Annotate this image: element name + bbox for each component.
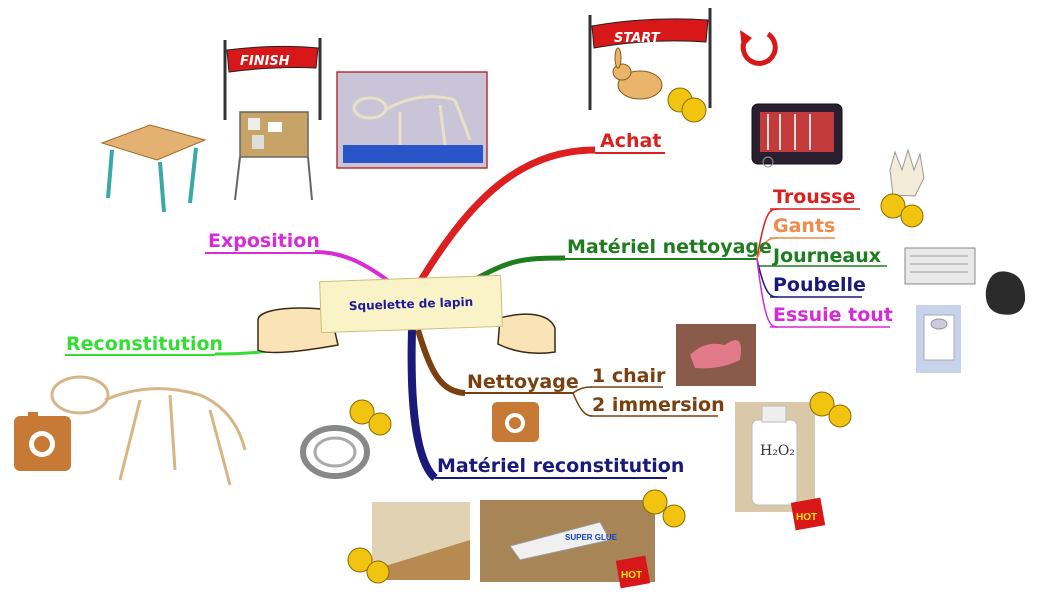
branch-achat[interactable]: Achat [600, 130, 662, 152]
skeleton-display-photo [336, 71, 488, 169]
exposition-connector [314, 250, 392, 284]
h2o2-bottle-image: H₂O₂ [735, 402, 815, 512]
trash-bag-image [985, 271, 1026, 315]
branch-reconstitution[interactable]: Reconstitution [66, 333, 224, 355]
central-topic-text: Squelette de lapin [348, 294, 474, 314]
hot-badge-text: HOT [621, 570, 642, 581]
coins-icon [880, 193, 924, 228]
hot-badge-text: HOT [796, 512, 817, 523]
branch-nettoyage[interactable]: Nettoyage [467, 371, 579, 393]
branch-materiel-reconstitution[interactable]: Matériel reconstitution [437, 455, 685, 477]
hot-badge: HOT [790, 497, 826, 531]
achat-connector [417, 146, 596, 284]
hot-badge: HOT [615, 555, 651, 589]
corkboard-image [234, 111, 313, 201]
coins-icon [809, 391, 852, 428]
connectors [65, 146, 890, 481]
coins-icon [667, 87, 707, 123]
item-essuie-tout[interactable]: Essuie tout [773, 304, 893, 326]
dissection-kit-image [751, 103, 843, 168]
newspaper-image [904, 247, 976, 285]
item-journeaux[interactable]: Journeaux [773, 245, 882, 267]
materiel-reconstitution-connector [407, 329, 438, 481]
refresh-icon[interactable] [740, 30, 778, 66]
table-image [100, 124, 207, 213]
coins-icon [642, 489, 686, 528]
item-immersion[interactable]: 2 immersion [592, 394, 725, 416]
item-trousse[interactable]: Trousse [773, 186, 856, 208]
central-topic-card[interactable]: Squelette de lapin [319, 274, 503, 334]
camera-icon[interactable] [14, 412, 71, 471]
rabbit-skeleton-image [50, 375, 247, 486]
h2o2-label: H₂O₂ [760, 443, 795, 459]
coins-icon [349, 399, 392, 436]
branch-materiel-nettoyage[interactable]: Matériel nettoyage [567, 236, 772, 258]
meat-image [676, 324, 756, 386]
finish-flag-icon: FINISH [223, 38, 322, 120]
start-flag-icon: START [588, 8, 712, 110]
item-gants[interactable]: Gants [773, 215, 836, 237]
branch-exposition[interactable]: Exposition [208, 230, 320, 252]
glue-label: SUPER GLUE [565, 533, 618, 542]
hand-icon [257, 307, 556, 355]
item-poubelle[interactable]: Poubelle [773, 274, 866, 296]
finish-banner-text: FINISH [240, 54, 290, 69]
item-chair[interactable]: 1 chair [592, 365, 666, 387]
nettoyage-connector [415, 329, 466, 396]
wire-coil-image [300, 425, 370, 479]
immersion-connector [572, 392, 593, 417]
coins-icon [347, 547, 390, 584]
wood-board-image [372, 502, 470, 580]
start-banner-text: START [614, 31, 661, 46]
camera-icon[interactable] [492, 402, 539, 442]
glove-image [889, 148, 925, 197]
paper-towel-image [916, 305, 961, 373]
